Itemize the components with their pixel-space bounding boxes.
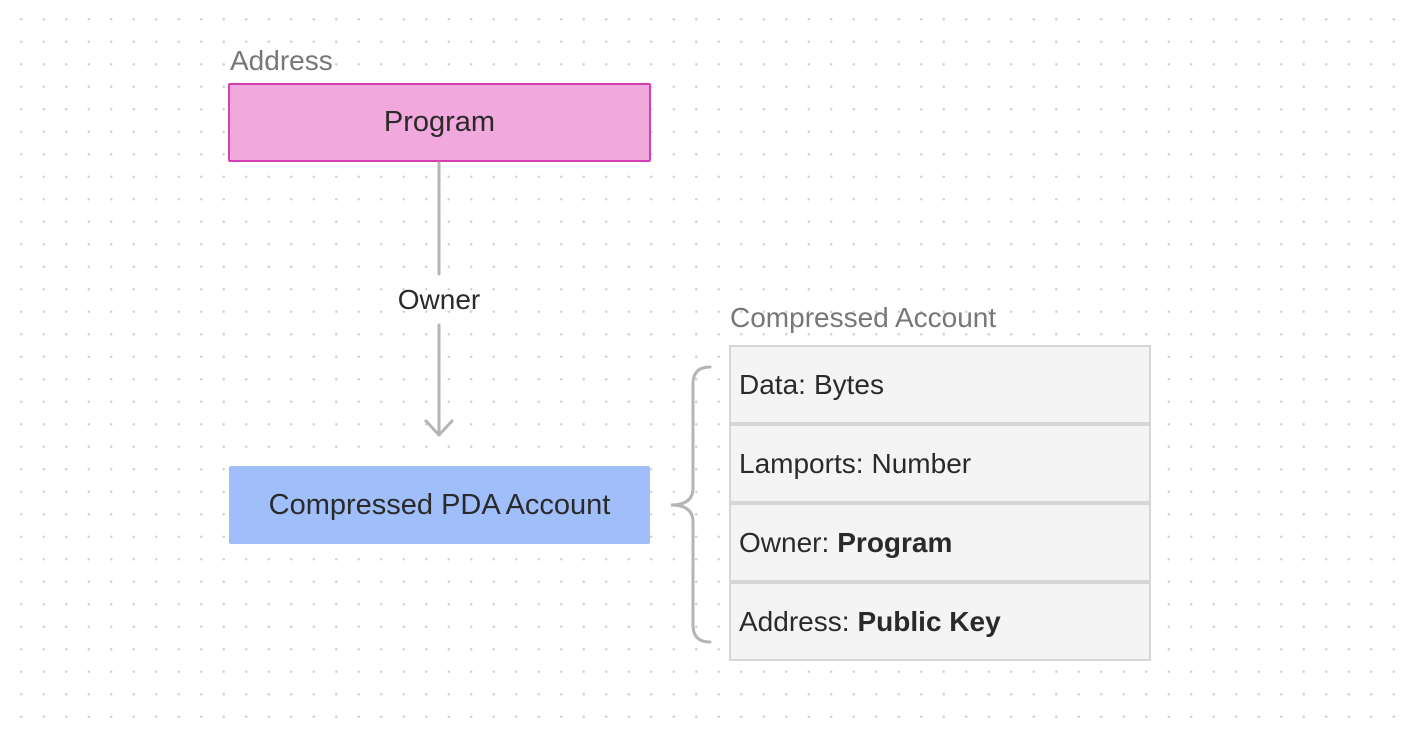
curly-brace-icon bbox=[670, 365, 712, 644]
program-node-label: Program bbox=[383, 106, 496, 138]
field-row-owner[interactable]: Owner: Program bbox=[729, 503, 1151, 582]
arrow-head-icon bbox=[424, 419, 454, 437]
field-value: Program bbox=[837, 526, 953, 558]
field-key: Data: bbox=[739, 368, 806, 400]
program-caption: Address bbox=[230, 45, 333, 76]
field-value: Bytes bbox=[813, 368, 884, 400]
pda-account-node[interactable]: Compressed PDA Account bbox=[229, 466, 650, 544]
field-key: Lamports: bbox=[739, 447, 864, 479]
program-node[interactable]: Program bbox=[228, 83, 651, 162]
field-key: Address: bbox=[739, 605, 850, 637]
field-value: Public Key bbox=[857, 605, 1001, 637]
compressed-account-caption: Compressed Account bbox=[730, 302, 997, 333]
field-key: Owner: bbox=[739, 526, 830, 558]
owner-edge-label: Owner bbox=[397, 284, 481, 315]
pda-account-label: Compressed PDA Account bbox=[268, 488, 611, 521]
field-value: Number bbox=[871, 447, 972, 479]
field-row-data[interactable]: Data: Bytes bbox=[729, 345, 1151, 424]
field-row-address[interactable]: Address: Public Key bbox=[729, 582, 1151, 661]
field-row-lamports[interactable]: Lamports: Number bbox=[729, 424, 1151, 503]
